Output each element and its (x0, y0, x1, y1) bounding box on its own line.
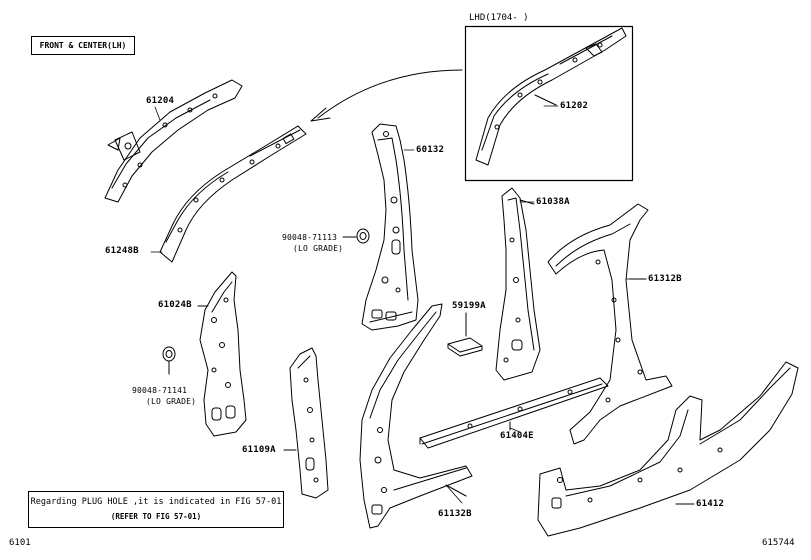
header-box: FRONT & CENTER(LH) (31, 36, 135, 55)
part-60132-drawing (361, 123, 419, 331)
note-line-2: (REFER TO FIG 57-01) (110, 512, 202, 521)
part-61132B-drawing (359, 303, 473, 529)
part-label-61109A[interactable]: 61109A (242, 445, 276, 455)
part-note-lo-grade-71141: (LO GRADE) (146, 397, 197, 406)
inset-frame (464, 25, 634, 182)
part-label-61404E[interactable]: 61404E (500, 431, 534, 441)
part-61412-drawing (537, 361, 799, 537)
part-61312B-drawing (547, 203, 673, 445)
part-label-61312B[interactable]: 61312B (648, 274, 682, 284)
footer-right-code: 615744 (762, 538, 795, 548)
part-label-61204[interactable]: 61204 (146, 96, 175, 106)
part-61202-drawing (475, 27, 627, 166)
part-label-61412[interactable]: 61412 (696, 499, 725, 509)
note-line-1: Regarding PLUG HOLE ,it is indicated in … (30, 497, 282, 507)
part-label-59199A[interactable]: 59199A (452, 301, 486, 311)
part-label-61024B[interactable]: 61024B (158, 300, 192, 310)
part-61204-drawing (104, 79, 243, 203)
clip-90048-71113-drawing (342, 228, 370, 244)
footer-left-code: 6101 (9, 538, 31, 548)
part-label-61202[interactable]: 61202 (560, 101, 589, 111)
part-note-lo-grade-71113: (LO GRADE) (293, 244, 344, 253)
part-label-61248B[interactable]: 61248B (105, 246, 139, 256)
part-59199A-drawing (447, 312, 483, 357)
part-61024B-drawing (197, 271, 247, 437)
inset-arrow (310, 69, 463, 122)
part-label-90048-71141[interactable]: 90048-71141 (132, 386, 188, 395)
part-label-61038A[interactable]: 61038A (536, 197, 570, 207)
clip-90048-71141-drawing (162, 346, 176, 375)
part-label-90048-71113[interactable]: 90048-71113 (282, 233, 338, 242)
part-label-61132B[interactable]: 61132B (438, 509, 472, 519)
part-61038A-drawing (495, 187, 541, 381)
part-61248B-drawing (159, 125, 307, 263)
inset-label: LHD(1704- ) (469, 13, 529, 23)
leader-lines (150, 105, 695, 505)
plug-hole-note: Regarding PLUG HOLE ,it is indicated in … (28, 491, 284, 528)
part-label-60132[interactable]: 60132 (416, 145, 445, 155)
part-61109A-drawing (283, 347, 329, 499)
part-61404E-drawing (419, 377, 609, 449)
